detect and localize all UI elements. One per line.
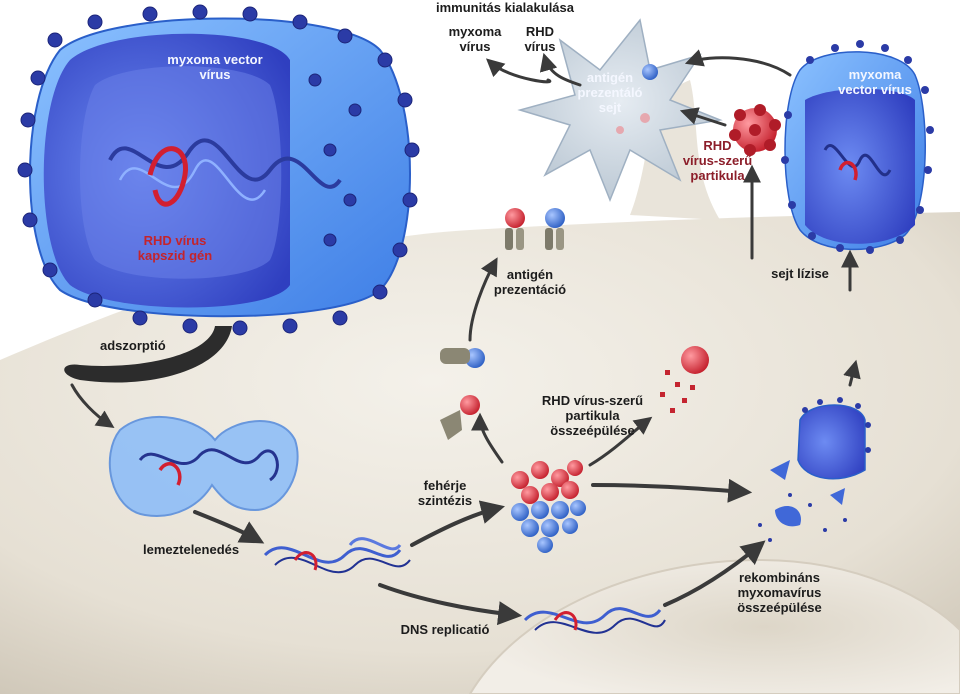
label-antigen-presenting-cell: antigén prezentáló sejt [577,70,643,115]
antigen-fragments [440,348,485,440]
uncoated-virus [108,415,299,517]
label-myxoma-virus: myxoma vírus [448,24,502,54]
label-myxoma-vector-virus-small: myxoma vector vírus [838,67,912,97]
label-rhd-vlp: RHD vírus-szerű partikula [682,138,753,183]
viral-dna-2 [523,607,666,634]
protein-cluster [511,460,586,553]
rhd-vlp-particle [729,104,781,156]
adsorption-stalk [64,326,232,383]
cell-surface-protrusion [630,80,720,220]
label-rhd-vlp-assembly: RHD vírus-szerű partikula összeépülése [541,393,644,438]
viral-dna-1 [263,537,411,574]
label-antigen-presentation: antigén prezentáció [493,267,567,297]
label-rhd-capsid-gene: RHD vírus kapszid gén [137,233,213,263]
budding-myxoma-virus [758,397,871,542]
label-rhd-virus: RHD vírus [524,24,556,54]
process-arrows [70,49,861,626]
label-cell-lysis: sejt lízise [771,266,829,281]
label-recombinant-assembly: rekombináns myxomavírus összeépülése [737,570,822,615]
antigen-presenting-cell [517,18,723,203]
mhc-molecules [505,208,565,250]
myxoma-vector-virus-large [17,4,420,336]
vlp-assembly [660,346,709,413]
label-protein-synthesis: fehérje szintézis [417,478,473,508]
label-immunity-title: immunitás kialakulása [435,0,574,15]
myxoma-vector-virus-small [781,40,934,254]
label-dna-replication: DNS replicatió [400,622,490,637]
label-uncoating: lemeztelenedés [143,542,240,557]
label-myxoma-vector-virus-large: myxoma vector vírus [167,52,263,82]
label-adsorption: adszorptió [100,338,166,353]
